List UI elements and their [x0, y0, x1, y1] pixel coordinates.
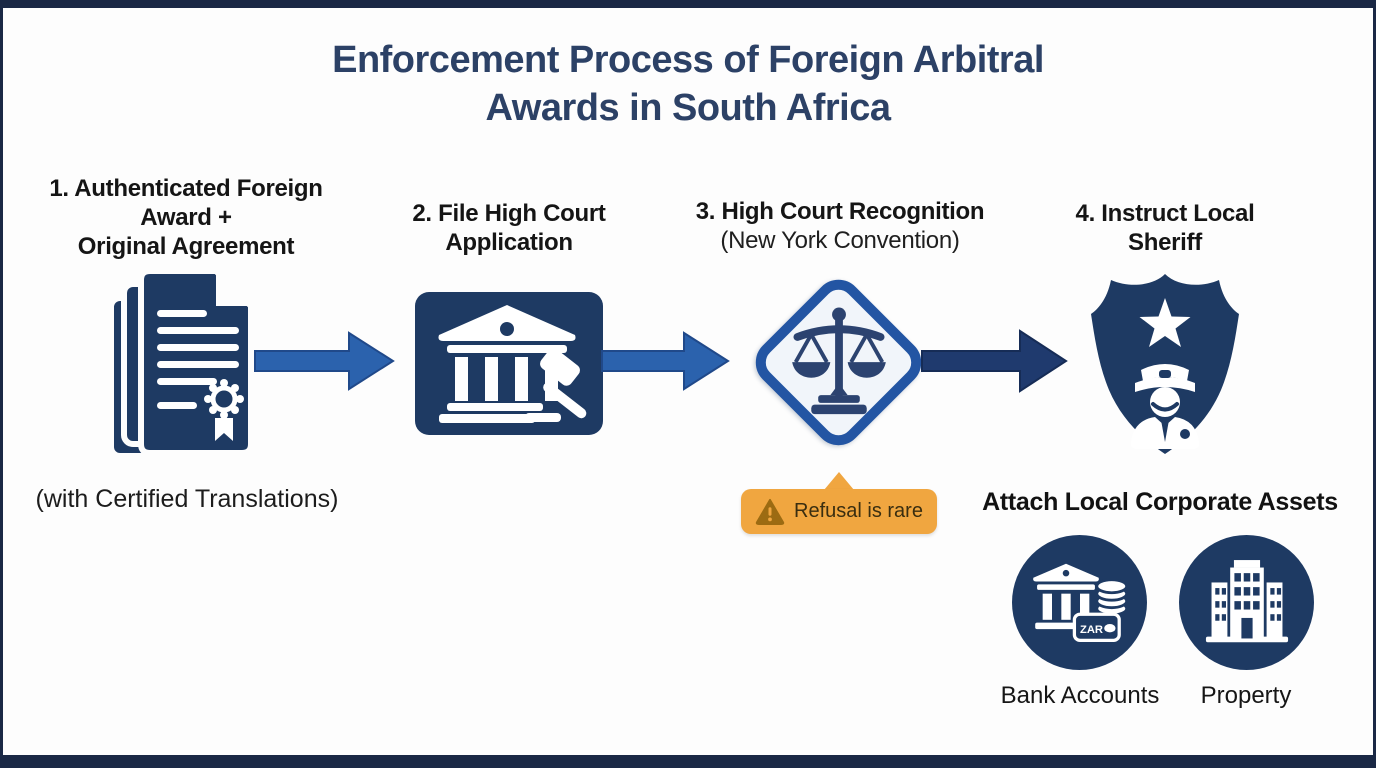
- police-officer-icon: [1130, 364, 1200, 449]
- zar-card-label: ZAR: [1080, 623, 1103, 635]
- step2-heading-line2: Application: [445, 229, 573, 256]
- property-circle: [1179, 535, 1314, 670]
- property-label: Property: [1200, 682, 1292, 709]
- zar-bank-card-icon: ZAR: [1072, 612, 1121, 642]
- certificate-seal: [204, 379, 244, 441]
- bank-accounts-label: Bank Accounts: [1000, 682, 1160, 709]
- warning-triangle-icon: [755, 498, 785, 525]
- bank-accounts-circle: ZAR: [1012, 535, 1147, 670]
- left-border-bar: [0, 0, 3, 768]
- high-court-tile: [415, 292, 603, 435]
- refusal-callout: Refusal is rare: [741, 489, 937, 534]
- page-title-line2: Awards in South Africa: [485, 87, 891, 129]
- step4-heading-line2: Sheriff: [1128, 229, 1202, 256]
- step1-heading-line2: Award +: [140, 204, 232, 231]
- step4-heading-line1: 4. Instruct Local: [1075, 200, 1255, 227]
- step4-heading: 4. Instruct Local Sheriff: [1058, 199, 1272, 257]
- step2-heading: 2. File High Court Application: [399, 199, 619, 257]
- bank-coins-zar-card-icon: ZAR: [1032, 563, 1128, 642]
- arrow-right-icon: [601, 331, 730, 391]
- recognition-diamond: [745, 269, 932, 456]
- page-title-line1: Enforcement Process of Foreign Arbitral: [332, 39, 1044, 81]
- top-border-bar: [0, 0, 1376, 8]
- step3-heading: 3. High Court Recognition (New York Conv…: [675, 197, 1005, 255]
- badge-star-icon: [1139, 298, 1191, 347]
- gavel-icon: [525, 347, 587, 422]
- assets-section-heading: Attach Local Corporate Assets: [982, 488, 1338, 516]
- scales-of-justice-icon: [791, 307, 886, 414]
- stacked-documents-certificate-icon: [108, 268, 254, 459]
- step1-heading: 1. Authenticated Foreign Award + Origina…: [25, 174, 347, 261]
- arrow-right-icon: [254, 331, 395, 391]
- coin-stack-icon: [1094, 577, 1128, 617]
- police-badge-icon: [1091, 274, 1239, 454]
- arrow-right-icon: [921, 329, 1068, 393]
- step2-heading-line1: 2. File High Court: [412, 200, 606, 227]
- step1-caption: (with Certified Translations): [35, 485, 339, 513]
- courthouse-gavel-icon: [438, 304, 587, 423]
- right-border-bar: [1373, 0, 1376, 768]
- office-buildings-icon: [1205, 559, 1288, 642]
- step3-subtitle: (New York Convention): [720, 227, 960, 254]
- step1-heading-line1: 1. Authenticated Foreign: [49, 175, 323, 202]
- bottom-border-bar: [0, 755, 1376, 768]
- page-title: Enforcement Process of Foreign Arbitral …: [0, 36, 1376, 132]
- step1-heading-line3: Original Agreement: [77, 233, 295, 260]
- callout-pointer: [824, 472, 854, 490]
- callout-text: Refusal is rare: [794, 500, 923, 522]
- step3-heading-line1: 3. High Court Recognition: [695, 198, 985, 225]
